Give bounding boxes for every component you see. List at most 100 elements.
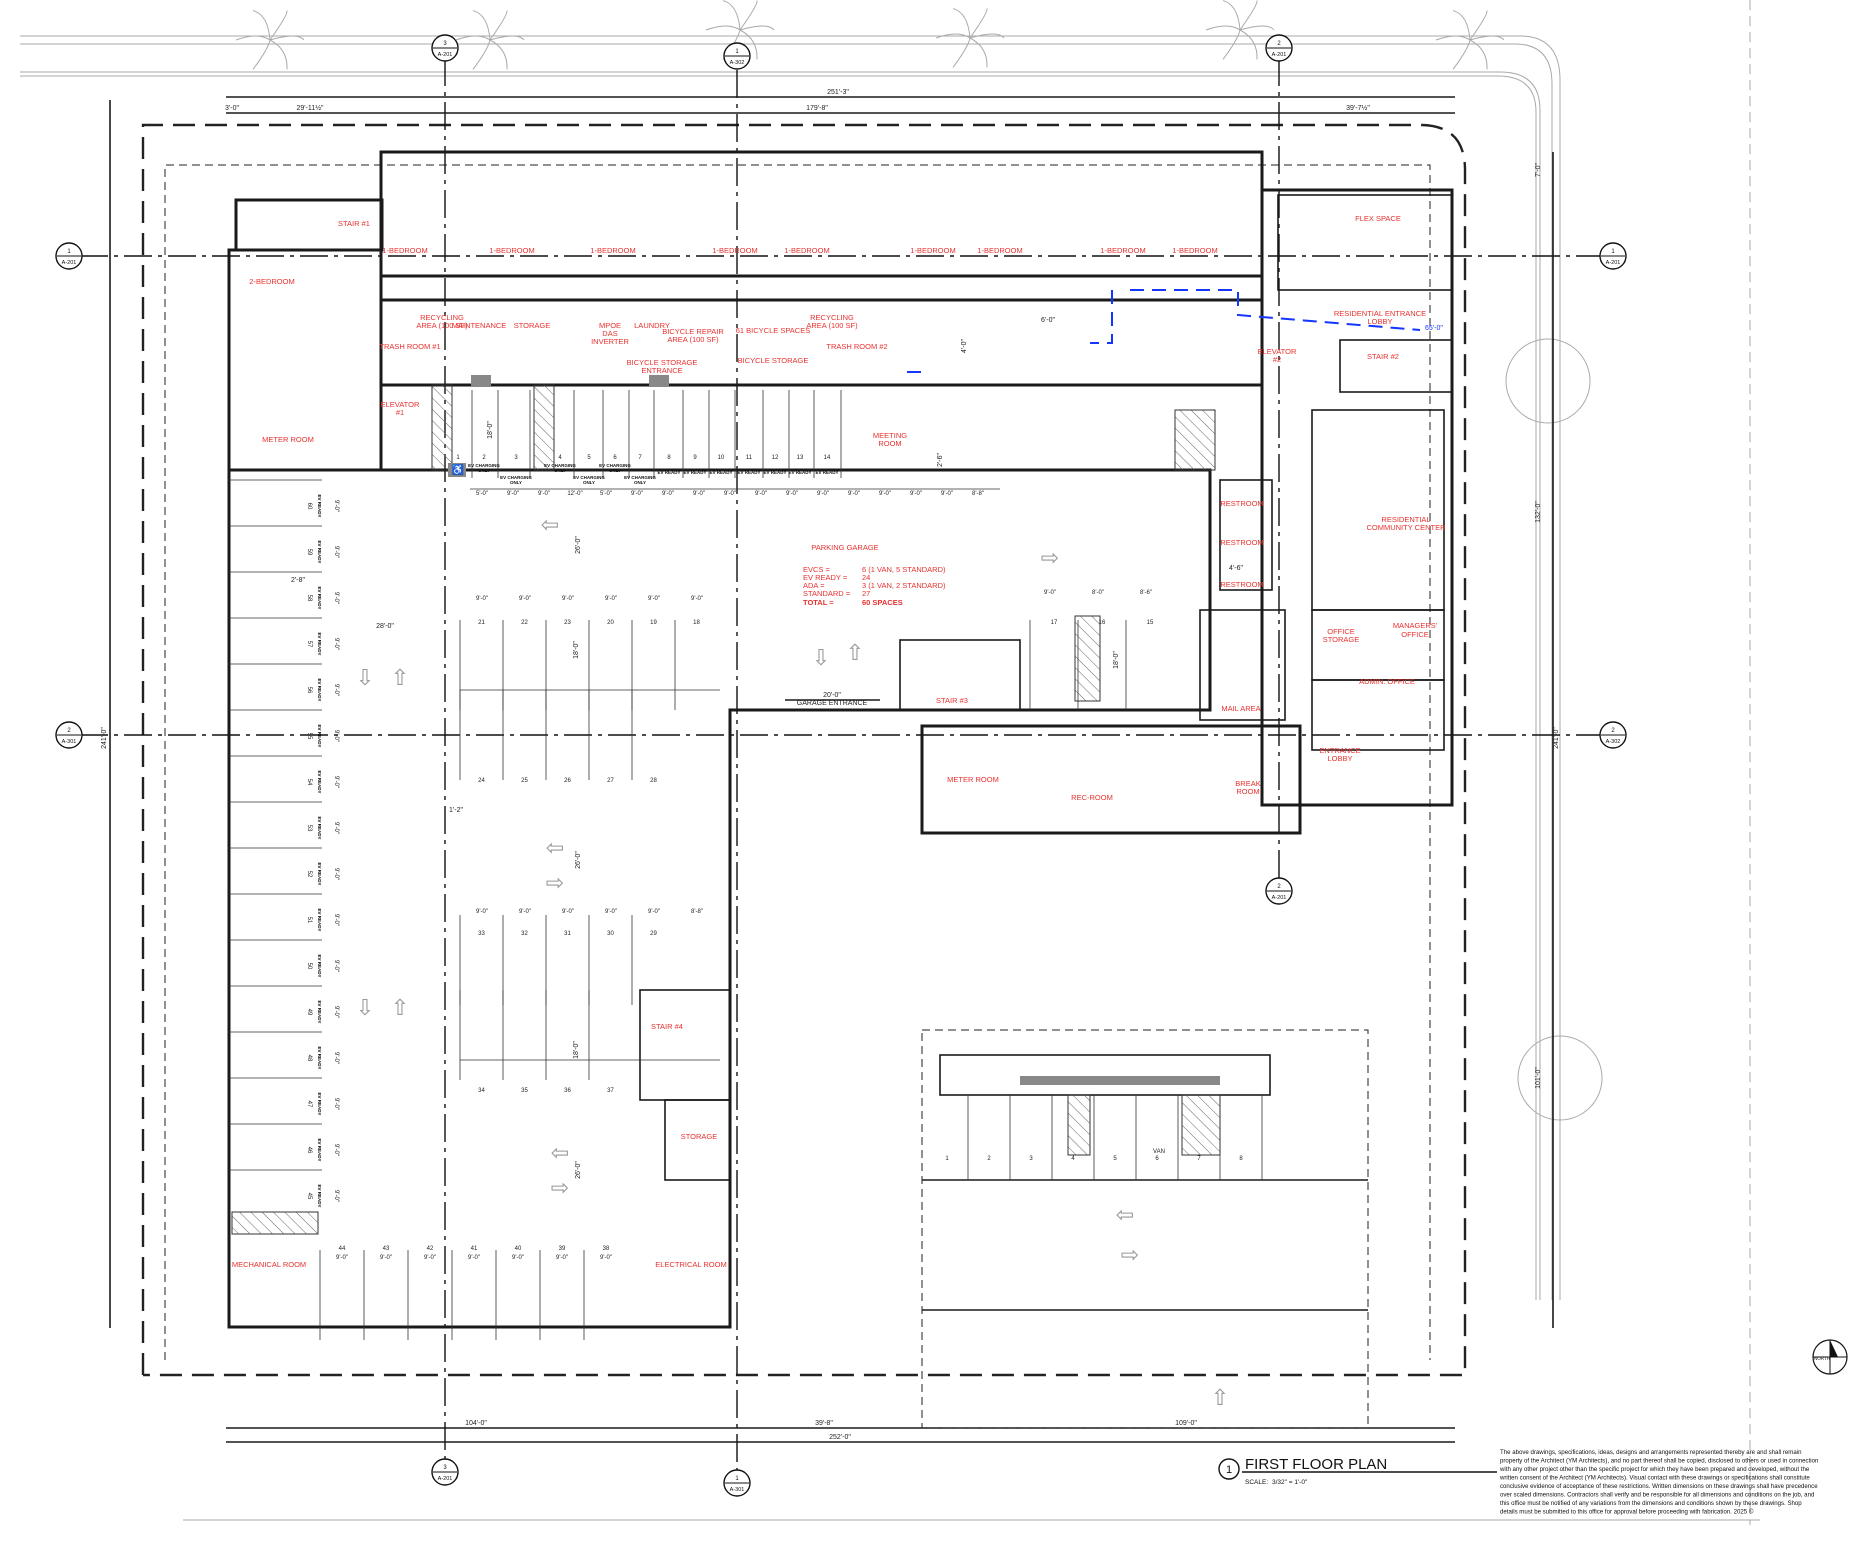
- room-label: BREAK: [1235, 779, 1260, 788]
- room-label: LAUNDRY: [634, 321, 670, 330]
- ev-ready-label: EV READY: [317, 540, 322, 563]
- room-label: STORAGE: [514, 321, 551, 330]
- property-line: [141, 123, 1467, 1377]
- dim-right-upper: 132'-0": [1535, 501, 1542, 523]
- stall-number: 16: [1099, 620, 1106, 626]
- dim-stall-depth: 18'-0": [573, 1041, 580, 1059]
- dimension-text: 9'-0": [631, 491, 643, 497]
- section-sheet: A-302: [730, 60, 745, 66]
- stall-number: 18: [693, 620, 700, 626]
- traffic-arrow-icon: ⇩: [356, 665, 374, 690]
- tree-icon: [235, 35, 271, 41]
- traffic-arrow-icon: ⇧: [1211, 1385, 1229, 1410]
- dimension-text: 9'-0": [333, 914, 339, 926]
- dimension-text: 9'-0": [333, 1144, 339, 1156]
- section-sheet: A-301: [730, 1487, 745, 1493]
- room-label: COMMUNITY CENTER: [1366, 523, 1446, 532]
- stall-number: 1: [456, 455, 460, 461]
- tree-icon: [252, 39, 271, 70]
- dimension-text: 9'-0": [724, 491, 736, 497]
- stall-number: 7: [1197, 1156, 1201, 1162]
- dimension-text: 9'-0": [941, 491, 953, 497]
- dimension-text: 9'-0": [333, 822, 339, 834]
- room-label: TRASH ROOM #2: [826, 342, 887, 351]
- traffic-arrow-icon: ⇦: [551, 1140, 569, 1165]
- room-label: OFFICE: [1327, 627, 1355, 636]
- tree-icon: [952, 37, 971, 68]
- dim-small: 1'-2": [449, 807, 463, 814]
- tree-icon: [969, 37, 988, 68]
- ev-ready-label: EV READY: [815, 470, 838, 475]
- tree-icon: [269, 39, 288, 70]
- ev-charging-label: ONLY: [510, 480, 522, 485]
- traffic-arrow-icon: ⇧: [846, 640, 864, 665]
- dimension-text: 9'-0": [786, 491, 798, 497]
- section-sheet: A-302: [1606, 739, 1621, 745]
- room-label: ROOM: [1236, 787, 1259, 796]
- accessible-route-path: [907, 289, 1421, 373]
- ev-charging-label: ONLY: [634, 480, 646, 485]
- traffic-arrow-icon: ⇧: [391, 665, 409, 690]
- disclaimer-line: written consent of the Architect (YM Arc…: [1499, 1475, 1810, 1482]
- section-sheet: A-201: [438, 1476, 453, 1482]
- traffic-arrow-icon: ⇧: [391, 995, 409, 1020]
- route-dimension: 65'-0": [1425, 325, 1443, 332]
- tree-icon: [472, 10, 491, 41]
- stall-number: 37: [607, 1088, 614, 1094]
- section-number: 2: [1277, 41, 1281, 47]
- stall-number: 15: [1147, 620, 1154, 626]
- dimension-text: 9'-0": [333, 730, 339, 742]
- room-label: LOBBY: [1327, 754, 1352, 763]
- stall-number: 4: [558, 455, 562, 461]
- dimension-text: 9'-0": [507, 491, 519, 497]
- tree-icon: [472, 39, 491, 70]
- section-number: 3: [443, 41, 447, 47]
- dimension-text: 9'-0": [562, 596, 574, 602]
- ada-icon: ♿: [452, 463, 464, 476]
- room-label: STORAGE: [681, 1132, 718, 1141]
- ev-ready-label: EV READY: [317, 862, 322, 885]
- room-label: MAIL AREA: [1221, 704, 1260, 713]
- stall-number: 5: [1113, 1156, 1117, 1162]
- ev-charging-label: ONLY: [554, 468, 566, 473]
- room-label: BICYCLE STORAGE: [627, 358, 698, 367]
- dimension-text: 12'-0": [567, 491, 582, 497]
- disclaimer-line: over scaled dimensions. Contractors shal…: [1500, 1492, 1814, 1499]
- stall-number: 9: [693, 455, 697, 461]
- section-number: 1: [1611, 249, 1615, 255]
- dimension-text: 9'-0": [817, 491, 829, 497]
- room-label: STAIR #2: [1367, 352, 1399, 361]
- room-label: 1-BEDROOM: [1100, 246, 1145, 255]
- dimension-text: 8'-0": [1092, 590, 1104, 596]
- dimension-text: 9'-0": [333, 776, 339, 788]
- room-label: MEETING: [873, 431, 907, 440]
- ev-ready-label: EV READY: [657, 470, 680, 475]
- setback-line: [164, 164, 1431, 1360]
- stall-number: 41: [471, 1246, 478, 1252]
- dimension-text: 9'-0": [476, 909, 488, 915]
- stall-number: 50: [306, 963, 312, 970]
- tree-icon: [1222, 29, 1241, 60]
- room-label: 1-BEDROOM: [489, 246, 534, 255]
- room-label: #2: [1273, 355, 1281, 364]
- room-label: #1: [396, 408, 404, 417]
- ev-ready-label: EV READY: [317, 1138, 322, 1161]
- room-label: ADMIN. OFFICE: [1359, 677, 1415, 686]
- dim-right-overall: 241'-0": [1553, 727, 1560, 749]
- tree-icon: [489, 10, 508, 41]
- dimension-text: 9'-0": [333, 500, 339, 512]
- stall-number: 19: [650, 620, 657, 626]
- stall-number: 56: [306, 687, 312, 694]
- dim-overall-top: 251'-3": [827, 89, 849, 96]
- dim-aisle: 26'-0": [575, 1161, 582, 1179]
- dimension-text: 9'-0": [333, 638, 339, 650]
- parking-stall-lines: [229, 390, 1263, 1340]
- dimension-text: 9'-0": [519, 909, 531, 915]
- room-label: RECYCLING: [810, 313, 854, 322]
- traffic-arrow-icon: ⇩: [356, 995, 374, 1020]
- dim-aisle: 26'-0": [575, 851, 582, 869]
- summary-label: EV READY =: [803, 573, 848, 582]
- dimension-text: 9'-0": [605, 909, 617, 915]
